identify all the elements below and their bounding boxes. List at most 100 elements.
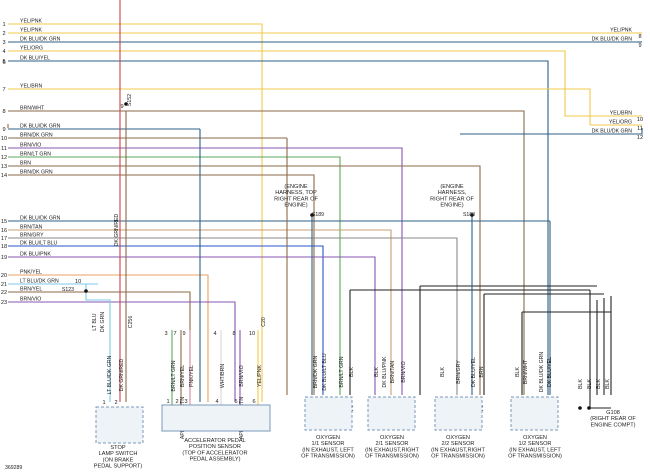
o2_12-wire-4: DK BLU/YEL (547, 357, 553, 387)
figure-id: 369289 (5, 465, 22, 471)
app-wire-4: WHT/BRN (220, 364, 226, 388)
left-wire-num-2: 2 (2, 31, 5, 37)
left-wire-num-6: 6 (2, 60, 5, 66)
app-wire-5: BRN/VIO (239, 365, 245, 386)
wire-row-13 (8, 174, 315, 395)
wire-row-6 (8, 88, 591, 125)
right-wire-num-10: 10 (637, 117, 643, 123)
o2_11-wire-1: BRN/DK GRN (313, 355, 319, 388)
app-top-num-2: 7 (173, 331, 176, 337)
left-wire-label-3: DK BLU/DK GRN (20, 37, 61, 43)
left-wire-label-7: YEL/BRN (20, 84, 42, 90)
app-top-num-5: 8 (232, 331, 235, 337)
right-wire-num-12: 12 (637, 135, 643, 141)
left-wire-label-22: BRN/YEL (20, 287, 42, 293)
stop-lamp-wire-2: DK GRN/RED (119, 358, 125, 391)
o2_22-wire-3: DK BLU/YEL (471, 357, 477, 387)
wire-row-18 (8, 256, 376, 395)
ground-wire-label-1: BLK (578, 379, 584, 389)
wire-out-10 (564, 100, 642, 117)
left-wire-num-4: 4 (2, 49, 5, 55)
oxygen-sensor-22-box (434, 396, 483, 431)
left-wire-num-17: 17 (1, 236, 7, 242)
splice-s189-label: S189 (312, 212, 324, 218)
left-wire-label-16: BRN/TAN (20, 225, 43, 231)
ground-dot-2 (587, 406, 591, 410)
splice-s123-dot (84, 289, 88, 293)
oxygen-sensor-11-box (304, 396, 353, 431)
left-wire-num-10: 10 (1, 136, 7, 142)
wire-label-dk-grn-red: DK GRN/RED (114, 213, 120, 246)
left-wire-label-20: PNK/YEL (20, 270, 42, 276)
o2_12-wire-2: BRN/WHT (523, 359, 529, 384)
right-wire-label-10: YEL/BRN (610, 111, 632, 117)
ground-dot-1 (578, 406, 582, 410)
left-wire-label-14: BRN/DK GRN (20, 170, 53, 176)
wire-out-12 (460, 128, 643, 135)
left-wire-num-12: 12 (1, 155, 7, 161)
app-wire-6: YEL/PNK (257, 365, 263, 387)
left-wire-label-23: BRN/VIO (20, 297, 41, 303)
splice-s152-dot (124, 102, 128, 106)
connector-c20-label: C20 (261, 317, 267, 327)
app-top-num-6: 10 (249, 331, 255, 337)
stop-lamp-top-wire-1: LT BLU (92, 313, 98, 330)
left-wire-label-2: YEL/PNK (20, 28, 42, 34)
o2_11-wire-3: BRN/LT GRN (339, 356, 345, 387)
left-wire-label-12: BRN/LT GRN (20, 152, 51, 158)
wire-lt-blu-stop (85, 283, 111, 402)
left-wire-label-21: LT BLU/DK GRN (20, 279, 59, 285)
wire-row-12 (8, 165, 481, 395)
left-wire-num-14: 14 (1, 173, 7, 179)
left-wire-num-16: 16 (1, 228, 7, 234)
app-top-num-3: 9 (182, 331, 185, 337)
splice-s152-label: S152 (127, 94, 133, 106)
connector-c256-label: C256 (128, 316, 134, 329)
ground-wire-label-3: BLK (596, 379, 602, 389)
wire-row-7 (8, 110, 525, 395)
ground-wire-label-4: BLK (605, 379, 611, 389)
o2_22-wire-4: BRN (479, 366, 485, 377)
wire-row-1 (8, 23, 263, 402)
right-wire-label-9: DK BLU/DK GRN (592, 37, 633, 43)
splice-pin-10: 10 (75, 279, 81, 285)
accelerator-pedal-sensor-box (161, 404, 271, 432)
o2_11-wire-4: BLK (349, 367, 355, 377)
right-wire-label-12: DK BLU/DK GRN (592, 129, 633, 135)
wire-row-22 (8, 301, 236, 402)
app-pin-6: 6 (252, 399, 255, 405)
app-top-num-1: 3 (164, 331, 167, 337)
wire-layer (7, 0, 643, 409)
right-wire-label-8: YEL/PNK (610, 28, 632, 34)
app-pin-3: 3 (184, 399, 187, 405)
o2_12-wire-1: BLK (515, 367, 521, 377)
o2_21-wire-4: BRN/VIO (401, 361, 407, 382)
left-wire-num-20: 20 (1, 273, 7, 279)
ground-wire-label-2: BLK (587, 379, 593, 389)
left-wire-label-9: DK BLU/DK GRN (20, 124, 61, 130)
o2_22-wire-2: BRN/GRY (456, 360, 462, 384)
splice-pin-9: 9 (120, 104, 123, 110)
ground-join (589, 395, 611, 409)
left-wire-label-1: YEL/PNK (20, 19, 42, 25)
app-pin-4: 4 (215, 399, 218, 405)
stop-lamp-switch-box (95, 406, 144, 444)
left-wire-num-19: 19 (1, 255, 7, 261)
left-wire-num-8: 8 (2, 109, 5, 115)
left-wire-label-10: BRN/DK GRN (20, 133, 53, 139)
left-wire-num-15: 15 (1, 219, 7, 225)
oxygen-sensor-21-box (367, 396, 416, 431)
right-wire-num-8: 8 (638, 34, 641, 40)
wire-row-10 (8, 147, 403, 395)
splice-s188-dot (470, 213, 474, 217)
right-wire-num-11: 11 (637, 126, 643, 132)
